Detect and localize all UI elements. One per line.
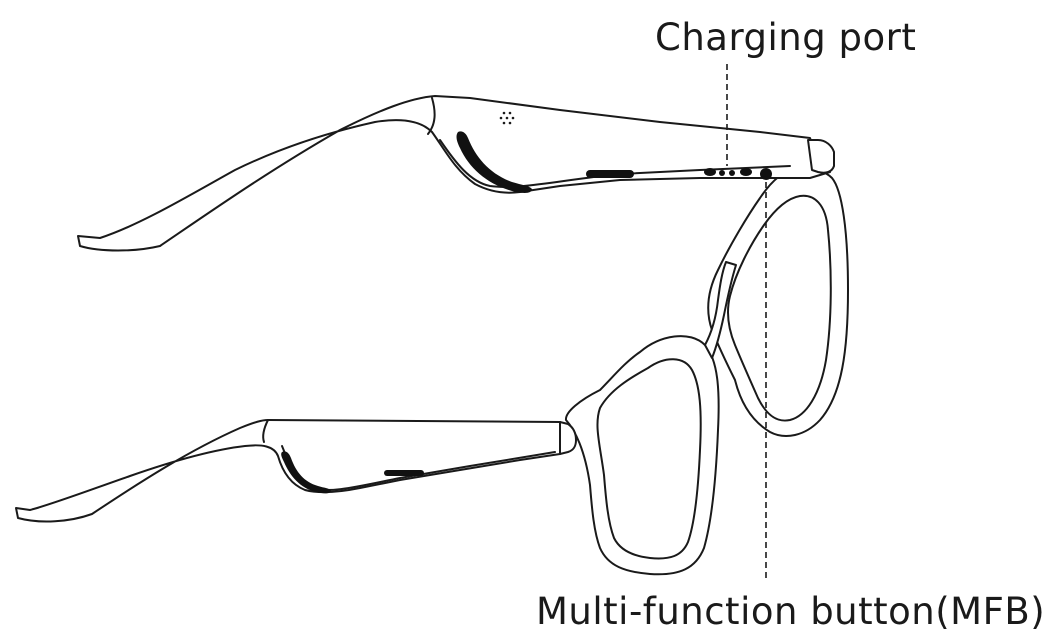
charging-port-icon xyxy=(704,168,716,176)
charging-port-slot xyxy=(740,168,752,176)
speaker-slot-curved xyxy=(456,131,532,193)
indicator-dot xyxy=(719,170,725,176)
near-lens-frame xyxy=(565,335,720,576)
temple-seam xyxy=(427,97,436,135)
speaker-slot-straight xyxy=(586,170,634,178)
far-temple-arm xyxy=(77,95,831,252)
far-lens-frame xyxy=(707,167,849,437)
near-speaker-slot-straight xyxy=(384,470,424,476)
mfb-button-icon xyxy=(760,168,772,180)
charging-port-label: Charging port xyxy=(655,16,917,59)
mfb-label: Multi-function button(MFB) xyxy=(536,590,1046,633)
near-speaker-slot-curved xyxy=(281,451,331,494)
near-temple-seam xyxy=(262,419,269,443)
indicator-dot xyxy=(729,170,735,176)
microphone-icon xyxy=(499,111,515,125)
lens-bridge xyxy=(704,261,737,359)
hinge-block xyxy=(807,139,835,174)
near-lens-opening xyxy=(596,358,702,560)
far-lens-opening xyxy=(726,194,832,422)
near-hinge-block xyxy=(559,421,577,455)
